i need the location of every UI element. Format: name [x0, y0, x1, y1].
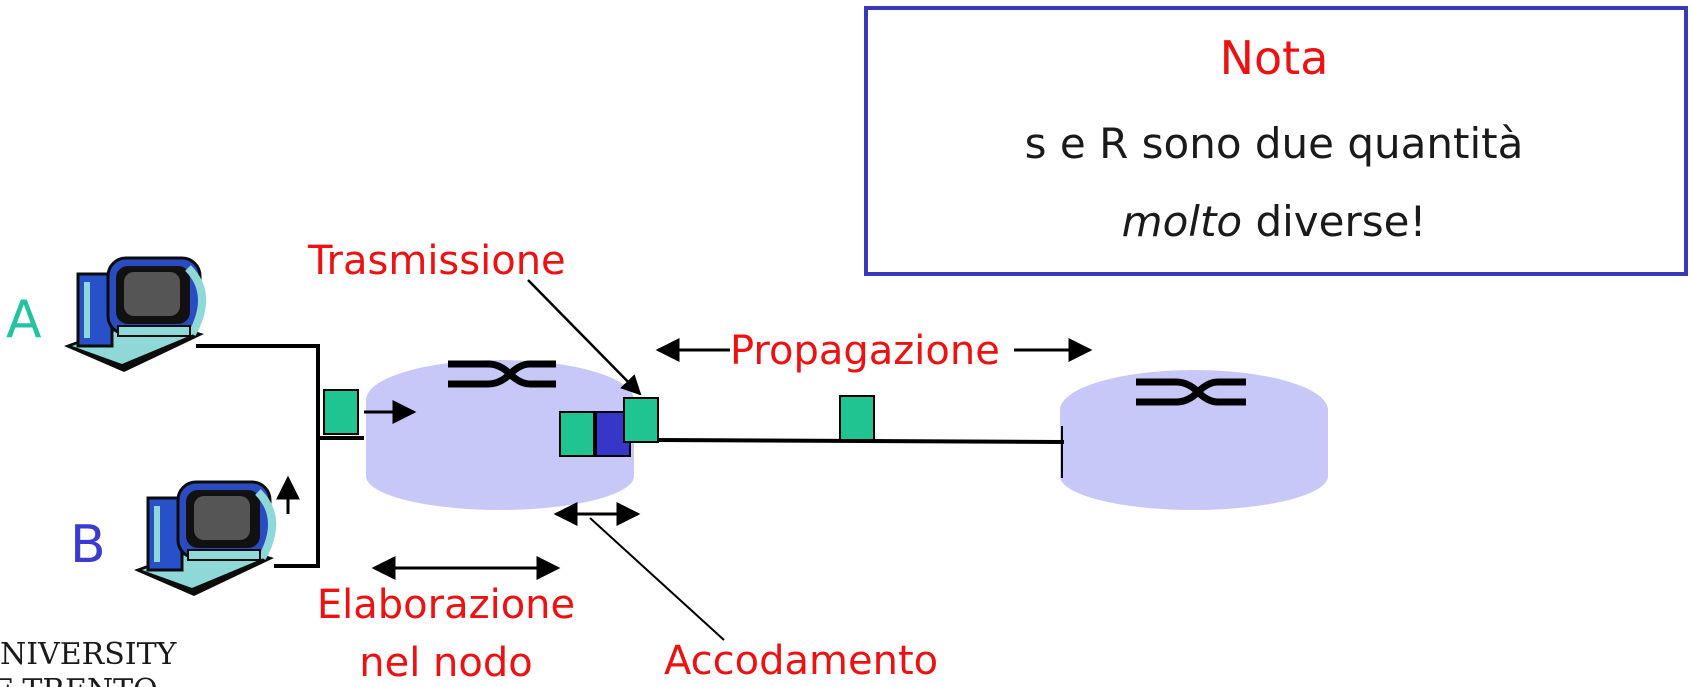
queueing-pointer [589, 517, 725, 641]
processing-label-line2: nel nodo [359, 640, 532, 686]
processing-label-line1: Elaborazione [317, 582, 575, 628]
university-logo-line2: F TRENTO [0, 673, 158, 687]
queued-packet-green [559, 411, 595, 457]
computer-a-icon [64, 256, 207, 372]
note-italic-word: molto [1122, 197, 1242, 246]
router-1-symbol-icon [448, 360, 556, 388]
access-links [196, 344, 364, 568]
computer-b-icon [134, 480, 277, 596]
host-a-label: A [6, 290, 42, 350]
note-line1: s e R sono due quantità [1025, 119, 1524, 168]
note-box: Nota s e R sono due quantità molto diver… [864, 6, 1688, 276]
router-2 [1060, 370, 1328, 510]
host-b-label: B [70, 515, 106, 575]
transmitting-packet [623, 397, 659, 443]
note-line2-rest: diverse! [1242, 197, 1426, 246]
queueing-label: Accodamento [664, 638, 938, 684]
transmission-pointer [527, 279, 642, 396]
propagation-label: Propagazione [730, 328, 1000, 374]
propagating-packet [839, 395, 875, 441]
note-title: Nota [1220, 31, 1329, 85]
transmission-label: Trasmissione [307, 238, 566, 284]
router-2-symbol-icon [1136, 378, 1246, 406]
incoming-packet [323, 389, 359, 435]
note-line2: molto diverse! [1122, 197, 1427, 246]
university-logo-line1: NIVERSITY [0, 637, 178, 672]
